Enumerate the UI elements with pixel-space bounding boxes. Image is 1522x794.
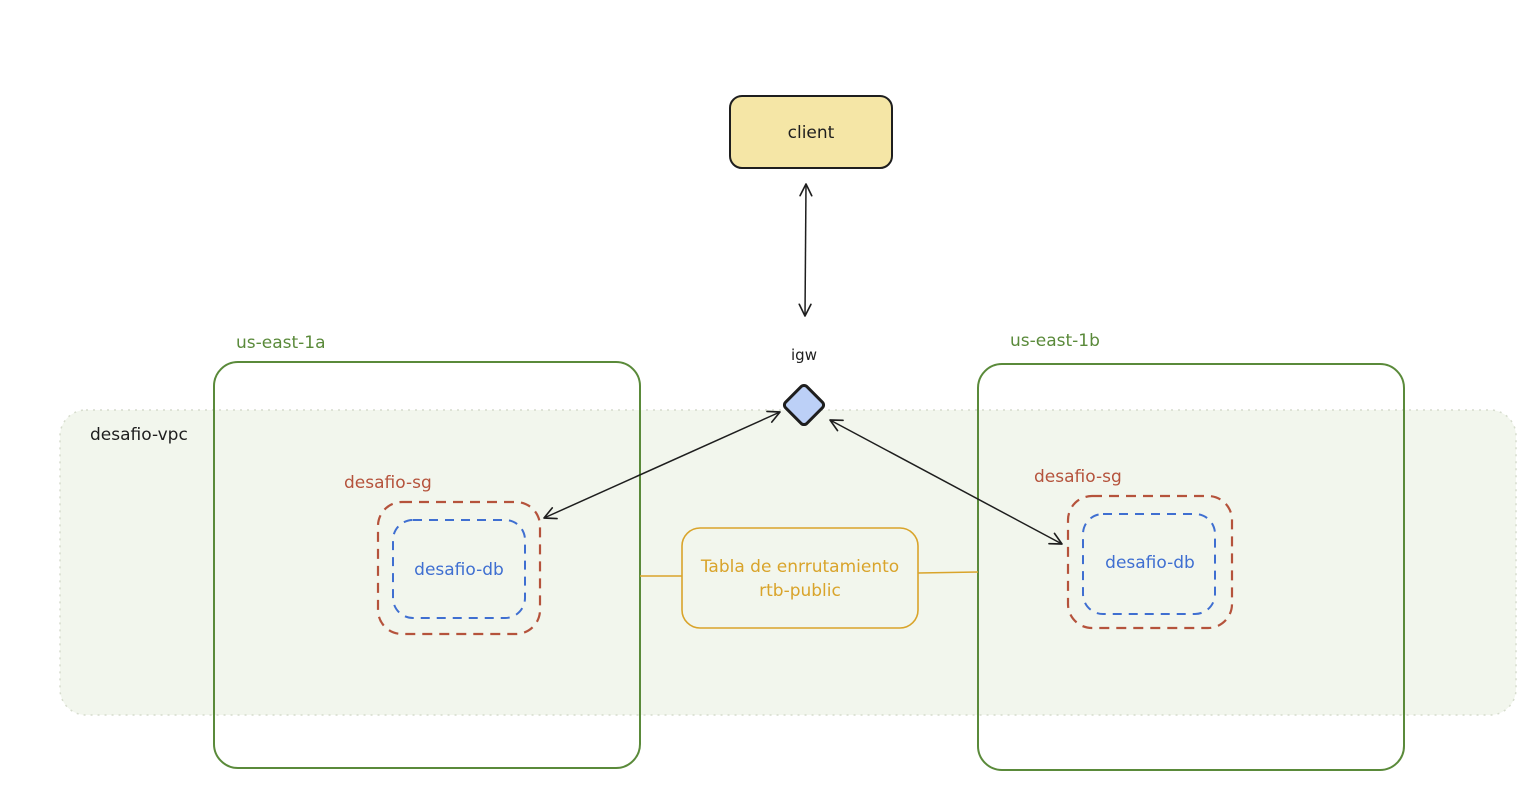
igw-diamond (782, 383, 826, 427)
zone-a-label: us-east-1a (236, 333, 326, 353)
edge-igw-db-b[interactable] (829, 419, 1063, 545)
edge-client-igw[interactable] (798, 183, 813, 317)
client-node[interactable]: client (729, 95, 893, 169)
db-a-label: desafio-db (414, 560, 504, 580)
edge-igw-db-a[interactable] (543, 410, 781, 520)
zone-us-east-1a[interactable]: us-east-1a (213, 333, 641, 769)
route-table-id: rtb-public (759, 581, 841, 601)
igw-label: igw (791, 346, 817, 364)
client-box (729, 95, 893, 169)
db-a-box[interactable] (392, 519, 526, 619)
route-table-name: Tabla de enrrutamiento (700, 557, 899, 577)
sg-b-box (1066, 494, 1234, 630)
route-table-box (681, 527, 919, 629)
security-group-a[interactable]: desafio-sg desafio-db (344, 473, 542, 636)
sg-b-label: desafio-sg (1034, 467, 1122, 487)
vpc-label: desafio-vpc (90, 425, 188, 445)
db-b-box[interactable] (1082, 513, 1216, 615)
sg-a-label: desafio-sg (344, 473, 432, 493)
db-b-label: desafio-db (1105, 553, 1195, 573)
client-label: client (788, 123, 835, 143)
igw-node[interactable]: igw (782, 346, 826, 427)
zone-a-box (213, 361, 641, 769)
zone-us-east-1b[interactable]: us-east-1b (977, 331, 1405, 771)
zone-b-label: us-east-1b (1010, 331, 1100, 351)
zone-b-box (977, 363, 1405, 771)
sg-a-box (376, 500, 542, 636)
route-table-link-right (917, 571, 979, 574)
route-table[interactable]: Tabla de enrrutamiento rtb-public (681, 527, 919, 629)
